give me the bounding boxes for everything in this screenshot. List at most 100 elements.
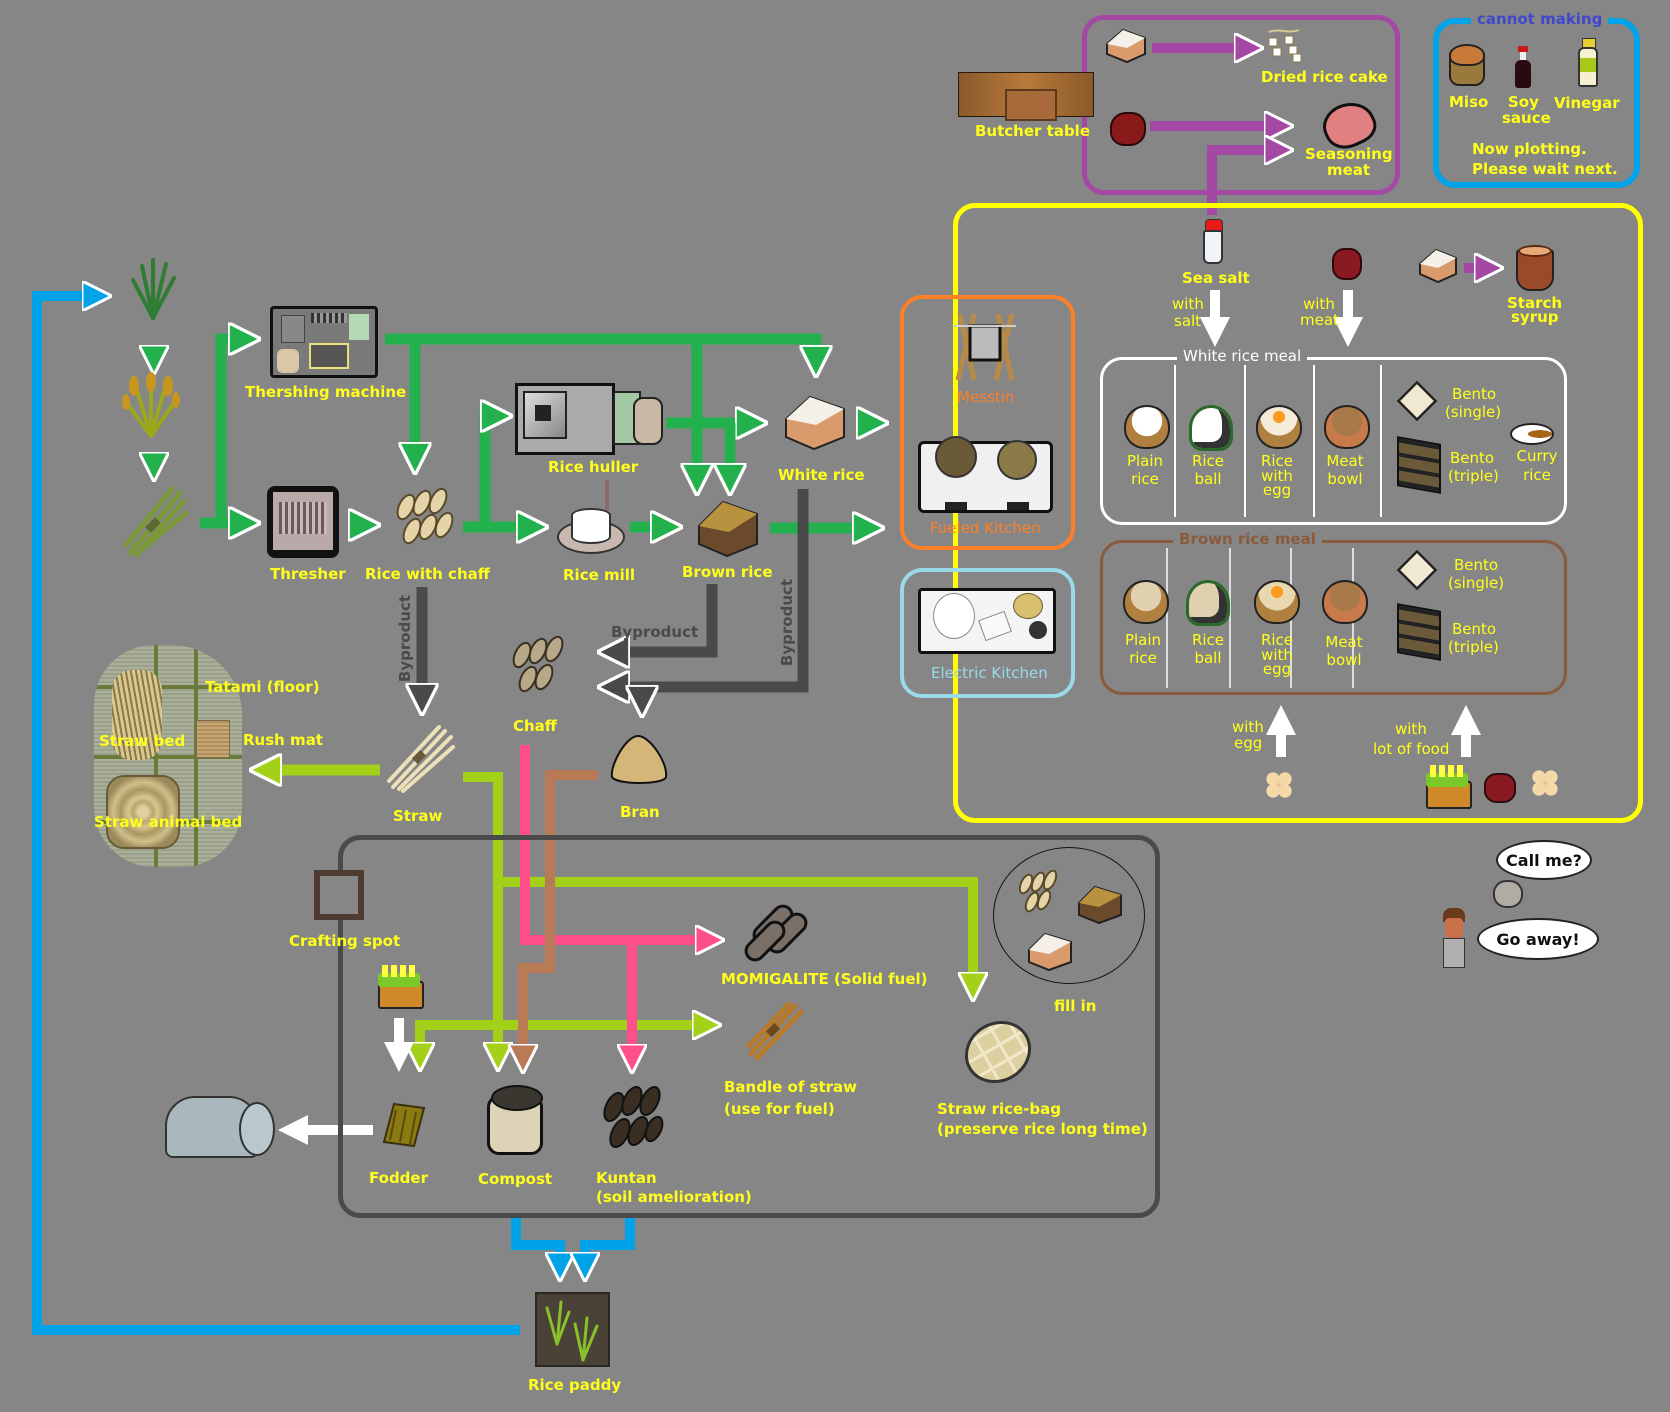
- white-bento-triple-icon: [1397, 436, 1441, 494]
- white-rice-meal-box: [1100, 357, 1567, 525]
- soy-sauce-label-2: sauce: [1502, 109, 1551, 127]
- with-egg-label-2: egg: [1234, 734, 1263, 752]
- compost-icon: [485, 1085, 547, 1157]
- rush-mat-icon: [196, 720, 230, 758]
- bran-label: Bran: [620, 803, 660, 821]
- brown-rice-with-egg-label-2: with: [1261, 646, 1293, 664]
- crafting-spot-label: Crafting spot: [289, 932, 401, 950]
- rice-mill-icon: [555, 480, 625, 556]
- electric-kitchen-label: Electric Kitchen: [931, 664, 1048, 682]
- rice-plant-growing-icon: [128, 258, 178, 320]
- call-me-bubble: Call me?: [1496, 840, 1592, 880]
- starch-syrup-icon: [1514, 245, 1556, 291]
- meat-icon: [1332, 248, 1362, 280]
- arrow-paddy-to-plant: [32, 296, 520, 1335]
- rice-bag-label-1: Straw rice-bag: [937, 1100, 1061, 1118]
- brown-bento-single-label-2: (single): [1448, 574, 1505, 592]
- bandle-label-2: (use for fuel): [724, 1100, 835, 1118]
- starch-syrup-label-1: Starch: [1507, 294, 1563, 312]
- white-meat-bowl-label-1: Meat: [1326, 452, 1364, 470]
- rice-paddy-label: Rice paddy: [528, 1376, 622, 1394]
- rice-huller-label: Rice huller: [548, 458, 639, 476]
- cannot-making-title: cannot making: [1471, 11, 1609, 28]
- byproduct-label: Byproduct: [396, 594, 415, 683]
- white-bento-single-label-2: (single): [1445, 403, 1502, 421]
- white-rice-small-icon: [1025, 932, 1075, 972]
- brown-rice-with-egg-label-1: Rice: [1260, 631, 1294, 649]
- brown-meat-bowl-label-1: Meat: [1325, 633, 1363, 651]
- brown-rice-with-egg-icon: [1254, 580, 1300, 624]
- egg-small-icon: [1530, 768, 1560, 798]
- arrow-compost-to-paddy: [511, 1215, 560, 1270]
- animal-icon: [165, 1082, 275, 1158]
- white-meat-bowl-label-2: bowl: [1327, 470, 1363, 488]
- vegetable-icon: [1424, 765, 1472, 809]
- egg-icon: [1264, 770, 1294, 800]
- white-rice-ball-label-1: Rice: [1191, 452, 1225, 470]
- dried-rice-cake-label: Dried rice cake: [1261, 68, 1388, 86]
- raw-meat-icon: [1110, 112, 1146, 146]
- fodder-icon: [380, 1100, 428, 1150]
- electric-kitchen-box: [900, 568, 1075, 698]
- byproduct-label: Byproduct: [778, 578, 797, 667]
- brown-rice-ball-icon: [1186, 580, 1230, 626]
- vinegar-icon: [1577, 38, 1599, 88]
- chaff-label: Chaff: [513, 717, 557, 735]
- brown-rice-ball-label-1: Rice: [1191, 631, 1225, 649]
- cooking-group-box: [953, 203, 1643, 823]
- brown-meat-bowl-label-2: bowl: [1326, 651, 1362, 669]
- white-rice-with-egg-label-1: Rice: [1260, 452, 1294, 470]
- rice-for-cake-icon: [1105, 28, 1147, 64]
- with-meat-label-2: meat: [1300, 311, 1339, 329]
- brown-rice-meal-title: Brown rice meal: [1173, 531, 1322, 548]
- cannot-making-note-1: Now plotting.: [1472, 140, 1587, 158]
- meat-small-icon: [1484, 773, 1516, 803]
- butcher-table-icon: [958, 72, 1094, 121]
- momigalite-icon: [740, 900, 810, 964]
- white-rice-with-egg-icon: [1256, 405, 1302, 449]
- white-meal-separator: [1313, 365, 1315, 517]
- white-meal-separator: [1244, 365, 1246, 517]
- butcher-table-label: Butcher table: [975, 122, 1090, 140]
- bandle-label-1: Bandle of straw: [724, 1078, 858, 1096]
- straw-icon: [385, 723, 455, 793]
- brown-bento-triple-icon: [1397, 603, 1441, 661]
- white-bento-triple-label-2: (triple): [1448, 467, 1499, 485]
- brown-plain-rice-label-2: rice: [1129, 649, 1157, 667]
- crafting-spot-icon: [314, 870, 364, 920]
- rice-bag-label-2: (preserve rice long time): [937, 1120, 1148, 1138]
- with-meat-label-1: with: [1303, 295, 1335, 313]
- brown-rice-small-icon: [1075, 885, 1125, 925]
- curry-rice-icon: [1510, 423, 1554, 445]
- brown-plain-rice-label-1: Plain: [1124, 631, 1162, 649]
- bran-icon: [608, 733, 670, 787]
- rice-bundle-icon: [120, 485, 190, 558]
- rice-paddy-icon: [535, 1292, 610, 1367]
- starch-syrup-label-2: syrup: [1511, 308, 1559, 326]
- vinegar-label: Vinegar: [1554, 94, 1620, 112]
- messtin-label: Messtin: [957, 388, 1015, 406]
- colonist-icon: [1441, 908, 1467, 968]
- tatami-label: Tatami (floor): [205, 678, 320, 696]
- arrow-bran-brown: [523, 770, 598, 1062]
- brown-plain-rice-icon: [1123, 580, 1169, 624]
- miso-icon: [1447, 44, 1487, 88]
- arrow-machine-outputs: [385, 333, 816, 365]
- rice-plant-ripe-icon: [118, 372, 184, 438]
- kuntan-label-1: Kuntan: [596, 1169, 657, 1187]
- brown-meal-separator: [1166, 548, 1168, 688]
- rice-for-syrup-icon: [1418, 248, 1458, 284]
- miso-label: Miso: [1449, 93, 1489, 111]
- straw-bed-label: Straw bed: [99, 732, 186, 750]
- brown-rice-icon: [693, 498, 763, 560]
- white-bento-triple-label-1: Bento: [1450, 449, 1495, 467]
- white-meat-bowl-icon: [1324, 405, 1370, 449]
- sea-salt-label: Sea salt: [1182, 269, 1250, 287]
- soy-sauce-icon: [1514, 46, 1532, 88]
- soy-sauce-label-1: Soy: [1508, 93, 1539, 111]
- chaff-icon: [508, 635, 568, 701]
- kuntan-label-2: (soil amelioration): [596, 1188, 752, 1206]
- brown-bento-single-label-1: Bento: [1454, 556, 1499, 574]
- arrow-kuntan-to-paddy: [585, 1215, 635, 1270]
